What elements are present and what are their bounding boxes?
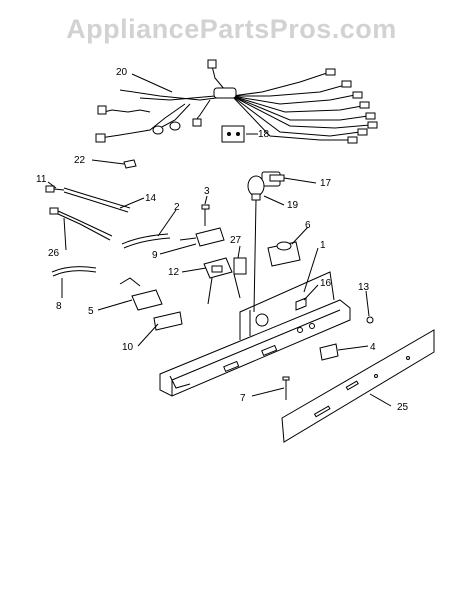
callout-7: 7 [240,393,246,404]
part-10 [153,311,183,331]
part-7 [282,376,290,400]
callout-22: 22 [74,155,86,166]
callout-11: 11 [36,174,47,185]
callout-3: 3 [204,186,210,197]
part-4 [319,343,339,361]
part-9 [179,227,225,247]
part-19 [247,175,265,201]
wire-harness [95,59,378,144]
callout-labels: 20 18 22 17 11 3 19 14 2 6 26 27 1 9 12 … [36,67,409,413]
callout-27: 27 [230,235,242,246]
callout-25: 25 [397,402,409,413]
callout-18: 18 [258,129,270,140]
callout-2: 2 [174,202,180,213]
part-22 [123,159,137,169]
part-16 [295,297,307,311]
part-11 [45,185,65,193]
part-5 [119,277,163,311]
callout-16: 16 [320,278,332,289]
callout-13: 13 [358,282,370,293]
part-25 [281,329,435,443]
part-27 [233,257,247,275]
part-3 [201,204,210,226]
callout-6: 6 [305,220,311,231]
callout-8: 8 [56,301,62,312]
part-18 [221,125,245,143]
callout-10: 10 [122,342,134,353]
part-17 [261,171,285,187]
part-26 [49,207,113,241]
callout-14: 14 [145,193,157,204]
watermark: AppliancePartsPros.com [66,14,397,44]
callout-5: 5 [88,306,94,317]
part-12 [203,257,233,279]
part-14 [63,187,131,213]
callout-17: 17 [320,178,332,189]
callout-20: 20 [116,67,128,78]
callout-4: 4 [370,342,376,353]
callout-26: 26 [48,248,60,259]
leader-lines [47,73,392,407]
callout-19: 19 [287,200,299,211]
part-2 [121,233,171,249]
callout-1: 1 [320,240,326,251]
callout-9: 9 [152,250,158,261]
part-6 [267,241,301,267]
part-8 [51,266,97,277]
callout-12: 12 [168,267,180,278]
part-1 [159,271,351,397]
part-13 [366,316,374,324]
